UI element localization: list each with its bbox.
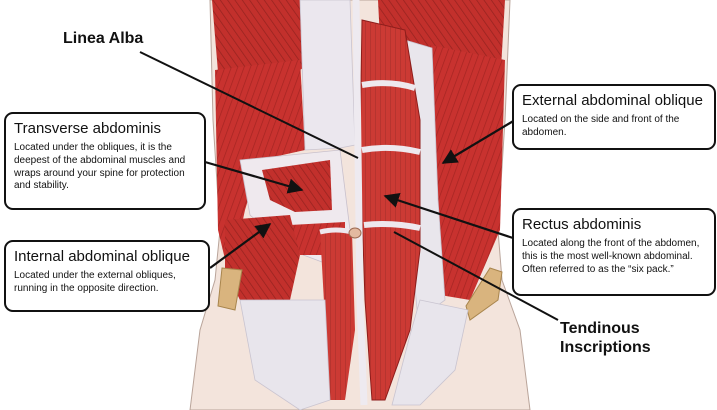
callout-title: Internal abdominal oblique	[14, 248, 190, 265]
rectus-abdominis-callout: Rectus abdominis Located along the front…	[512, 208, 716, 296]
rectus-abdominis-left	[320, 230, 355, 400]
linea-alba-label: Linea Alba	[63, 30, 144, 47]
callout-title: Transverse abdominis	[14, 120, 162, 137]
callout-description: Located along the front of the abdomen, …	[522, 238, 700, 275]
lower-abdomen-sheath	[239, 299, 331, 410]
callout-title: External abdominal oblique	[522, 92, 703, 109]
tendinous-label-line1: Tendinous	[560, 320, 640, 337]
tendinous-label-line2: Inscriptions	[560, 339, 651, 356]
aponeurosis-left	[299, 0, 356, 151]
external-oblique-callout: External abdominal oblique Located on th…	[512, 84, 716, 150]
navel	[348, 227, 362, 239]
callout-description: Located under the external obliques, run…	[14, 270, 176, 294]
internal-oblique-callout: Internal abdominal oblique Located under…	[4, 240, 210, 312]
transverse-abdominis-callout: Transverse abdominis Located under the o…	[4, 112, 206, 210]
callout-description: Located on the side and front of the abd…	[522, 114, 680, 138]
callout-title: Rectus abdominis	[522, 216, 642, 233]
callout-description: Located under the obliques, it is the de…	[14, 142, 186, 192]
hip-fat-pad-left	[217, 267, 243, 311]
tendinous-inscriptions-label: Tendinous Inscriptions	[560, 319, 651, 357]
